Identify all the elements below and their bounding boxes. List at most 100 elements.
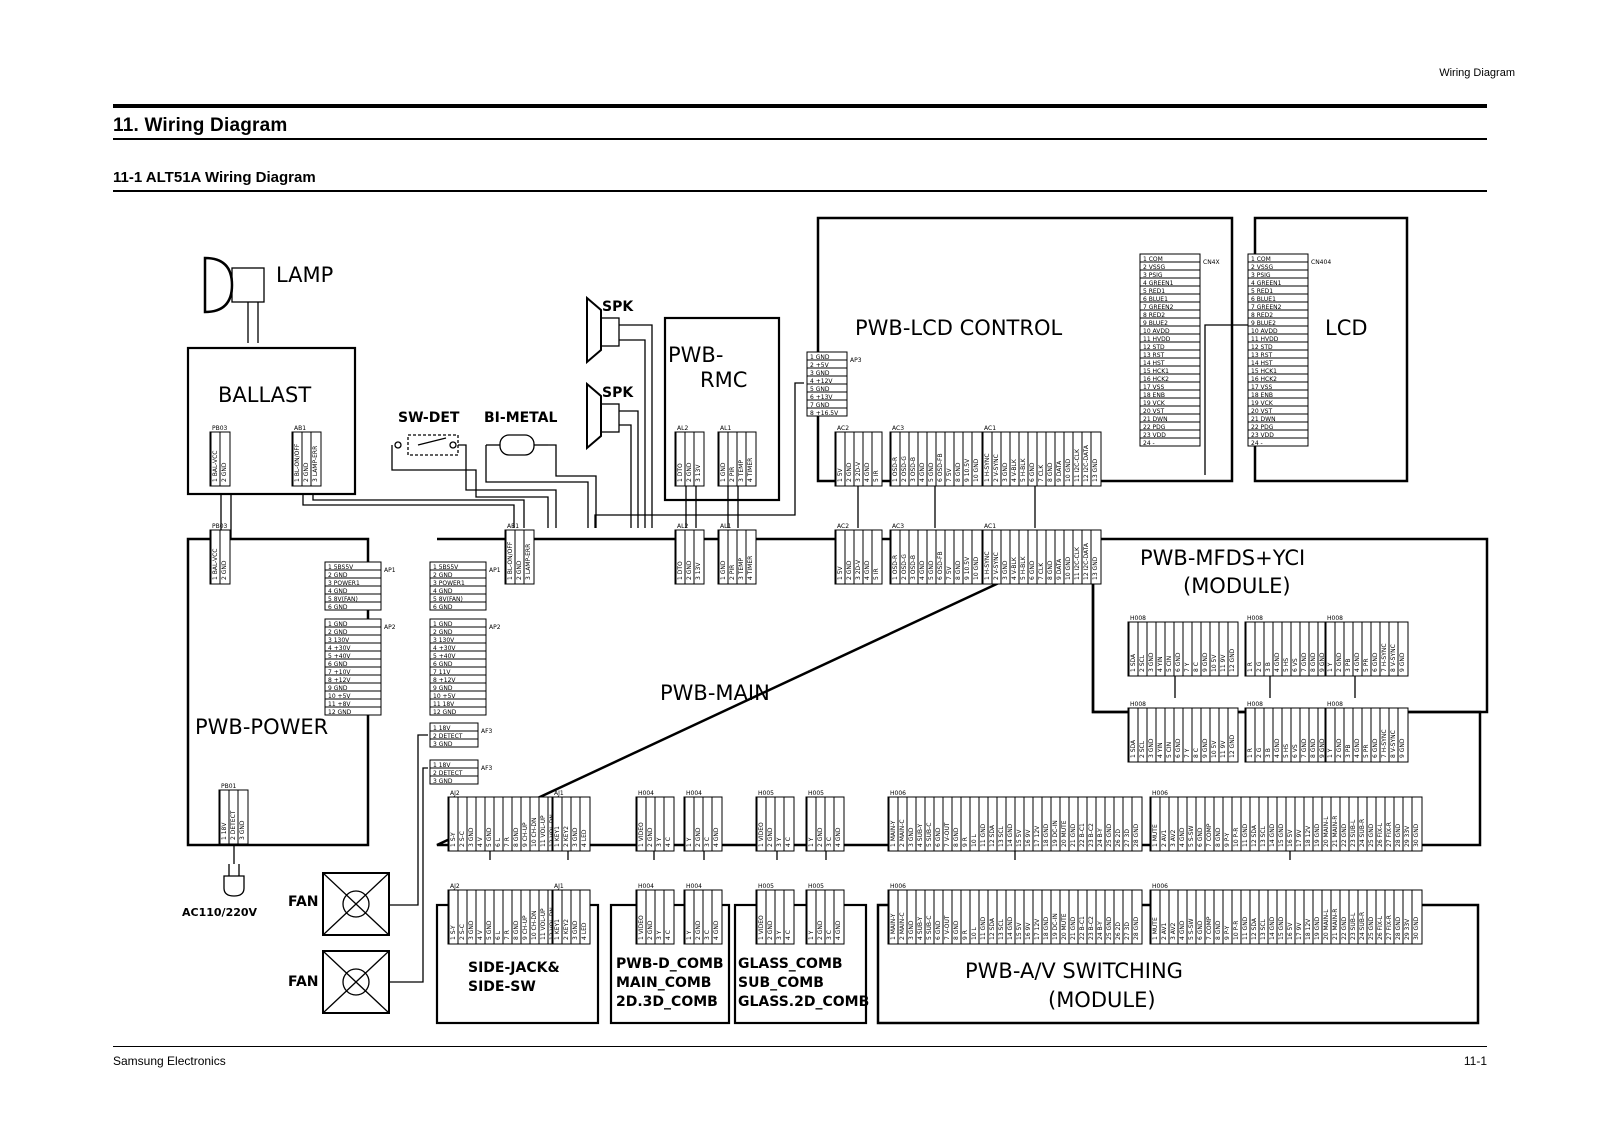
pin-label: 1 H-SYNC [984, 453, 991, 482]
pin-label: 5 GND [810, 386, 830, 393]
connector-label: AF3 [481, 728, 493, 735]
pin-label: 1 5BS5V [433, 564, 459, 571]
pin-label: 10 AVDD [1251, 328, 1278, 335]
pin-label: 2 GND [1336, 738, 1343, 758]
pin-label: 27 FIX-R [1386, 915, 1393, 940]
pin-label: 4 LED [581, 922, 588, 940]
connector-label: H005 [758, 790, 774, 797]
pin-label: 15 5V [1016, 922, 1023, 940]
pin-label: 6 VS [1292, 658, 1299, 672]
connector-label: AC3 [892, 523, 904, 530]
pin-label: 4 GND [713, 920, 720, 940]
pin-label: 4 C [665, 837, 672, 847]
d-comb-label-1: PWB-D_COMB [616, 956, 724, 972]
connector-label: H008 [1247, 701, 1263, 708]
pin-label: 1 GND [720, 462, 727, 482]
pin-label: 6 GND [1175, 652, 1182, 672]
pin-label: 3 13V [695, 464, 702, 482]
pin-label: 28 GND [1133, 823, 1140, 847]
pin-label: 25 GND [1106, 916, 1113, 940]
connector-label: H008 [1327, 701, 1343, 708]
pin-label: 1 S-Y [450, 925, 457, 940]
pin-label: 3 GND [1148, 652, 1155, 672]
pin-label: 5 S-SW [1188, 825, 1195, 847]
connector-label: H004 [686, 883, 702, 890]
connector-label: AP1 [489, 567, 501, 574]
pin-label: 12 GND [1229, 734, 1236, 758]
pin-label: 1 COM [1251, 256, 1271, 263]
pin-label: 7 H-SYNC [1381, 643, 1388, 672]
pin-label: 2 OSD-G [901, 554, 908, 580]
pin-label: 8 V-SYNC [1390, 730, 1397, 758]
ballast-block [186, 346, 357, 496]
pwb-rmc-label-2: RMC [700, 368, 747, 392]
connector-label: AJ1 [554, 883, 564, 890]
pin-label: 5 PR [1363, 658, 1370, 672]
pin-label: 2 GND [695, 827, 702, 847]
connector-label: H008 [1247, 615, 1263, 622]
footer-page-number: 11-1 [1463, 1054, 1487, 1068]
pin-label: 2 PIR [729, 565, 736, 580]
pin-label: 3 GND [810, 370, 830, 377]
pin-label: 22 PDG [1143, 424, 1166, 431]
pin-label: 20 VST [1143, 408, 1164, 415]
pin-label: 3 GND [908, 827, 915, 847]
pin-label: 1 MAIN-Y [890, 913, 897, 940]
pin-label: 3 Y [656, 837, 663, 847]
pin-label: 5 SUB-C [926, 823, 933, 847]
pin-label: 25 GND [1106, 823, 1113, 847]
pin-label: 2 GND [817, 920, 824, 940]
pin-label: 7 GND [1301, 738, 1308, 758]
pin-label: 6 GND [1175, 738, 1182, 758]
pin-label: 7 11V [433, 669, 451, 676]
pin-label: 5 GND [928, 462, 935, 482]
pin-label: 2 AV1 [1161, 829, 1168, 847]
pin-label: 22 PDG [1251, 424, 1274, 431]
pin-label: 8 V-SYNC [1390, 644, 1397, 672]
pin-label: 6 GND [935, 920, 942, 940]
pin-label: 3 LAMP-ERR [525, 544, 532, 580]
pin-label: 9 R [962, 930, 969, 940]
connector-label: AJ2 [450, 883, 460, 890]
pin-label: 1 MUTE [1152, 824, 1159, 847]
pin-label: 2 GND [328, 572, 348, 579]
pin-label: 21 MAIN-R [1332, 816, 1339, 847]
pin-label: 9 GND [1202, 652, 1209, 672]
pin-label: 17 VSS [1143, 384, 1164, 391]
pin-label: 2 GND [303, 462, 310, 482]
pin-label: 23 SUB-L [1350, 912, 1357, 940]
pin-label: 12 SDA [1251, 824, 1258, 847]
pin-label: 3 GND [1002, 560, 1009, 580]
connector-label: AP2 [489, 624, 501, 631]
pin-label: 25 GND [1368, 916, 1375, 940]
pwb-mfds-label-2: (MODULE) [1183, 574, 1291, 598]
pin-label: 11 GND [1242, 916, 1249, 940]
pin-label: 7 R [504, 930, 511, 940]
pin-label: 5 HS [1283, 744, 1290, 758]
pin-label: 4 GND [1274, 652, 1281, 672]
pin-label: 1 VIDEO [638, 822, 645, 847]
connector-label: AL2 [677, 523, 688, 530]
pin-label: 12 SDA [1251, 917, 1258, 940]
pin-label: 20 MUTE [1061, 913, 1068, 940]
pin-label: 2 GND [695, 920, 702, 940]
pwb-lcd-control-label: PWB-LCD CONTROL [855, 316, 1062, 340]
pin-label: 4 GND [1179, 920, 1186, 940]
footer-rule [113, 1046, 1487, 1047]
pin-label: 2 GND [1336, 652, 1343, 672]
pin-label: 5 HS [1283, 658, 1290, 672]
pin-label: 12 I2C-DATA [1083, 542, 1090, 580]
pin-label: 3 POWER1 [433, 580, 465, 587]
pin-label: 2 KEY2 [563, 919, 570, 940]
pin-label: 2 G [1256, 661, 1263, 672]
header-rule [113, 104, 1487, 108]
pin-label: 6 GND [1372, 652, 1379, 672]
